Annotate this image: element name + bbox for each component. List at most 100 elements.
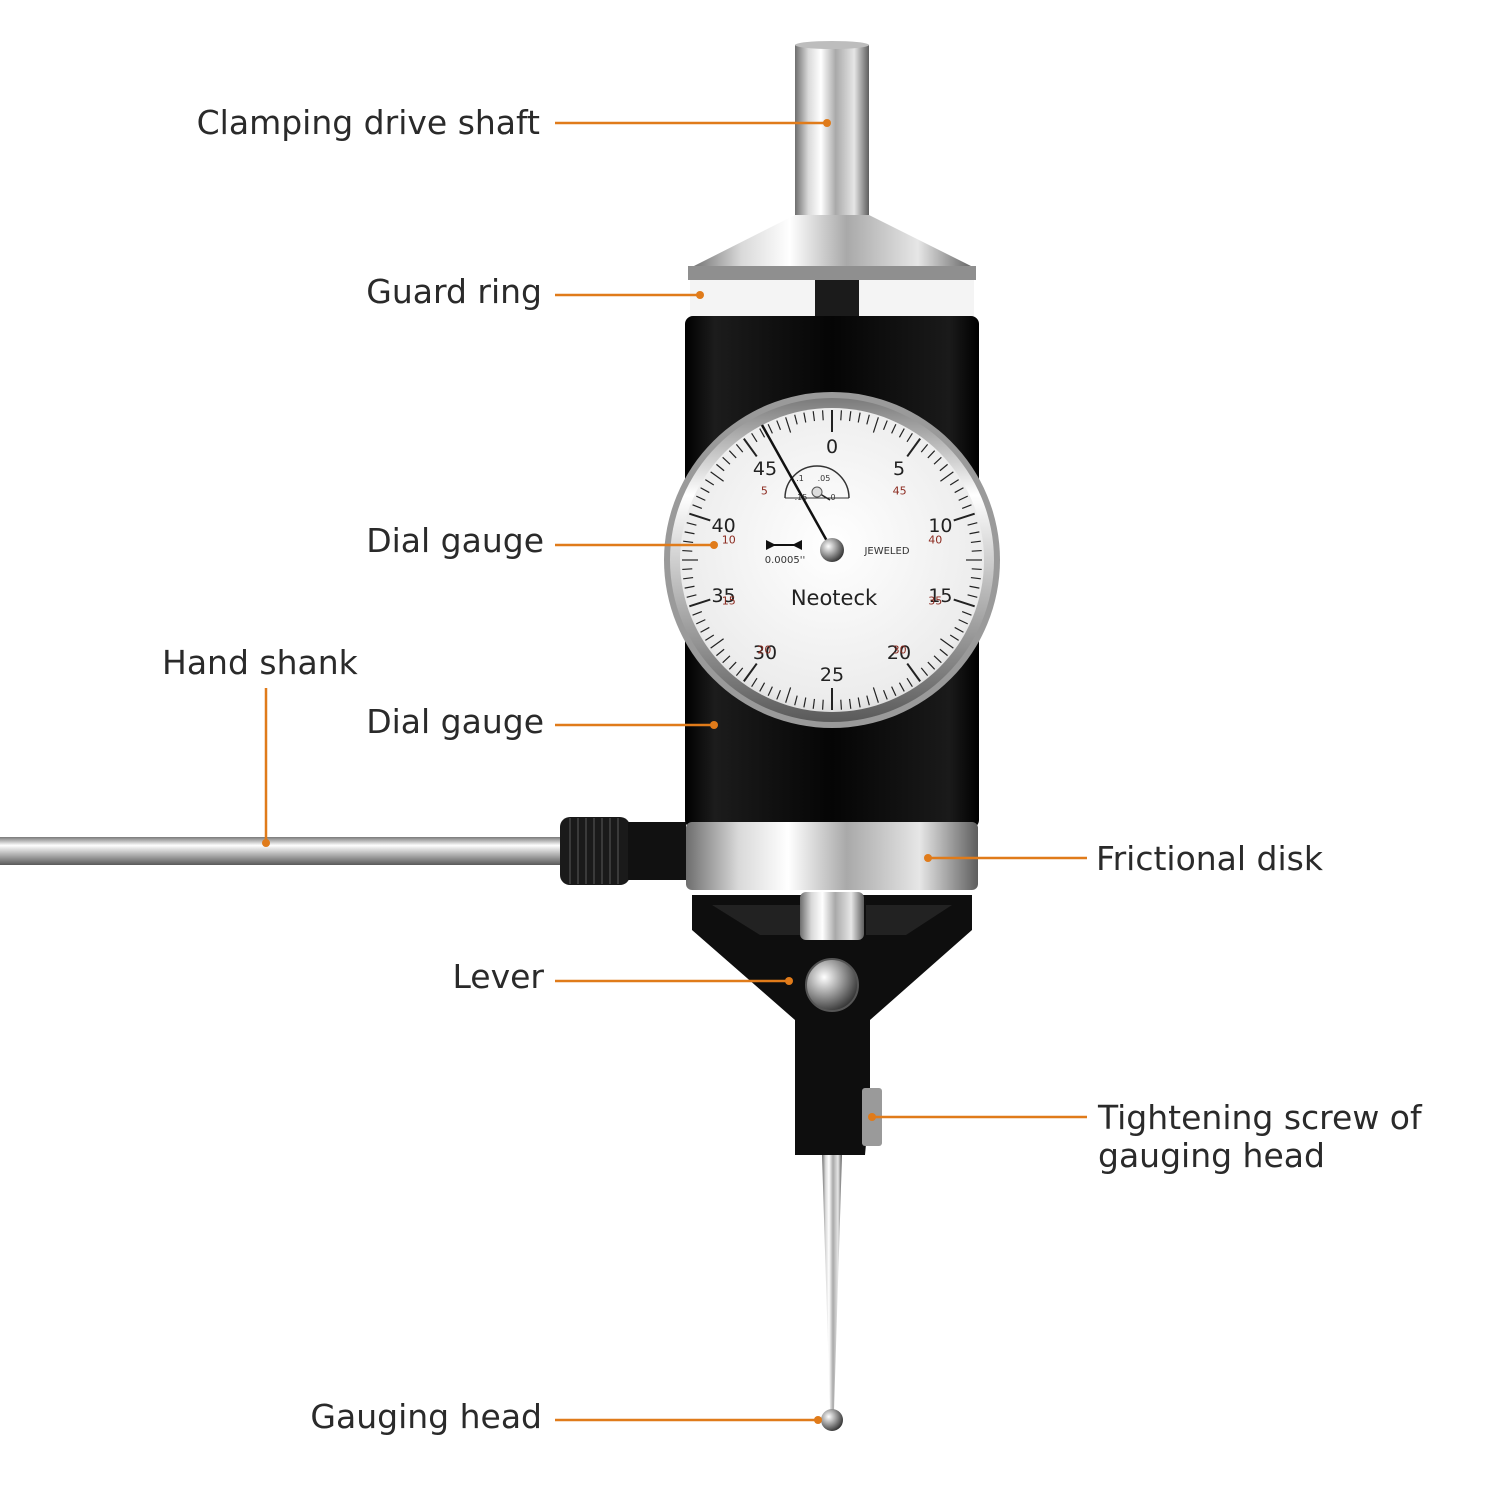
dial-tick [686,522,697,526]
dial-tick [949,634,959,641]
dial-tick [716,648,725,657]
dial-tick [882,689,888,700]
dial-tick [821,410,824,421]
sub-dial-number: .1 [796,474,804,483]
dial-tick [939,648,948,657]
label-hand-shank: Hand shank [162,643,359,682]
dial-tick [751,677,758,687]
lever-housing [692,892,972,1155]
dial-outer-number: 35 [711,585,735,607]
dial-tick [743,438,758,458]
dial-tick [683,540,694,544]
dial-tick [857,697,861,708]
dial-needle [760,424,834,551]
dial-inner-number: 10 [722,534,736,547]
stylus-ball [821,1409,843,1431]
dial-tick [696,495,706,501]
dial-tick [857,412,861,423]
dial-tick [920,667,929,676]
dial-tick [684,585,695,589]
label-frictional-disk: Frictional disk [1096,839,1324,878]
dial-tick [812,698,816,709]
dial-tick [840,410,843,421]
dial-tick [716,463,725,472]
dial-outer-number: 15 [928,585,952,607]
frictional-disk [686,822,978,890]
dial-tick [848,698,852,709]
dial-tick [906,433,913,443]
dial-tick [866,414,870,425]
dial-tick [933,655,942,664]
dial-outer-number: 0 [826,436,838,458]
dial-tick [971,549,982,552]
label-lever: Lever [452,957,544,996]
dial-tick [700,626,710,633]
dial-tick [689,512,711,522]
revolution-counter: .1 .05 .15 0 [784,465,850,502]
label-clamping-drive-shaft: Clamping drive shaft [197,103,540,142]
dial-tick [821,699,824,710]
dial-outer-number: 30 [753,642,777,664]
dial-tick [682,568,693,571]
sub-dial-number: .15 [795,493,808,502]
dial-tick [872,417,879,433]
dial-tick [967,522,978,526]
dial-inner-number: 20 [757,643,771,656]
dial-tick [954,626,964,633]
dial-tick [961,504,972,510]
dial-tick [898,682,905,692]
dial-tick [696,619,706,625]
dial-tick [705,479,715,486]
dial-tick [710,471,724,482]
dial-tick [953,512,975,522]
dial-tick [683,576,694,580]
dial-tick [767,424,773,434]
dial-tick [940,471,954,482]
dial-tick [728,450,737,459]
dial-tick [927,450,936,459]
dial-tick [933,456,942,465]
dial-tick [969,585,980,589]
dial-inner-number: 40 [928,534,942,547]
dial-tick [906,438,921,458]
dial-inner-number: 35 [928,594,942,607]
dial-tick [776,689,782,700]
dial-tick [700,487,710,494]
jeweled-text: JEWELED [863,546,909,557]
dial-outer-number: 20 [887,642,911,664]
gauging-head [821,1155,843,1431]
dial-outer-number: 40 [711,515,735,537]
dial-tick [958,619,968,625]
sub-dial-number: .05 [818,474,831,483]
dial-tick [710,638,724,649]
dial-tick [812,411,816,422]
dial-tick [866,695,870,706]
guard-ring [688,215,976,318]
resolution-text: 0.0005'' [765,555,806,566]
dial-tick [940,638,954,649]
dial-tick [682,549,693,552]
dial-tick [971,568,982,571]
dial-tick [848,411,852,422]
dial-tick [743,662,758,682]
dial-tick [686,594,697,598]
dial-tick [949,479,959,486]
dial-tick [735,444,744,453]
dial-tick [759,682,766,692]
dial-outer-number: 5 [893,458,905,480]
dial-tick [692,504,703,510]
dial-tick [939,463,948,472]
dial-tick [970,576,981,580]
label-guard-ring: Guard ring [366,272,542,311]
dial-tick [803,412,807,423]
dial-tick [705,634,715,641]
dial-tick [689,598,711,608]
dial-tick [898,428,905,438]
dial-tick [794,414,798,425]
dial-tick [785,417,792,433]
dial-tick [692,610,703,616]
dial-tick [953,598,975,608]
